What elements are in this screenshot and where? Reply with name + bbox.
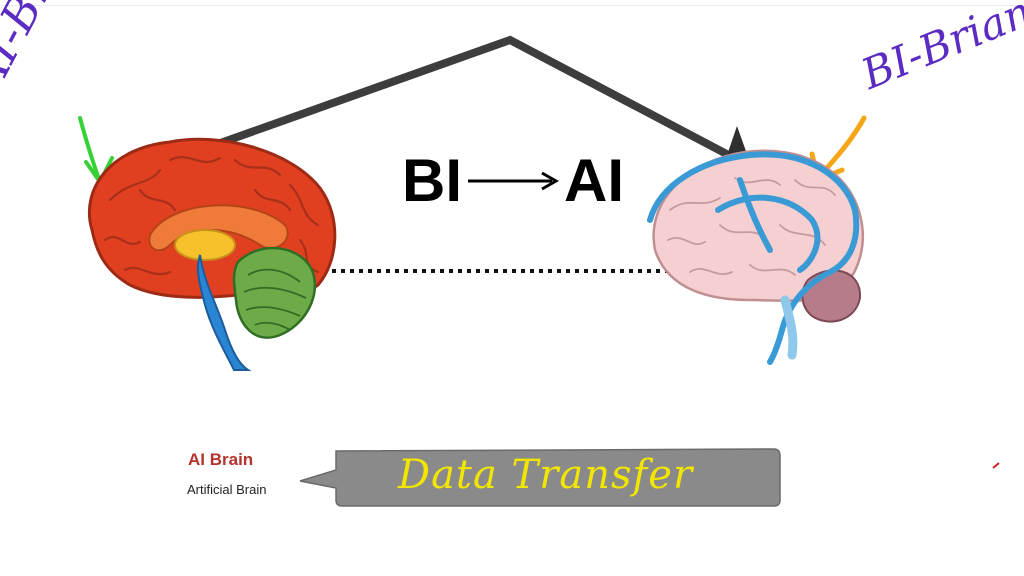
ai-brain-subtitle: Artificial Brain xyxy=(187,482,267,497)
roof-arrow-line xyxy=(210,35,740,164)
right-arrow-icon xyxy=(468,171,560,190)
dotted-transfer-arrow xyxy=(332,260,694,282)
data-transfer-text: Data Transfer xyxy=(398,452,694,498)
formula-left: BI xyxy=(402,147,462,214)
callout-box xyxy=(299,448,781,507)
brain-vessels-icon xyxy=(647,149,864,365)
formula-right: AI xyxy=(564,147,624,214)
ai-brain-title: AI Brain xyxy=(188,450,254,469)
brain-sagittal-icon xyxy=(87,137,337,371)
top-divider xyxy=(0,5,1024,6)
corner-mark xyxy=(992,462,1000,469)
bi-to-ai-formula: BI AI xyxy=(402,146,624,215)
